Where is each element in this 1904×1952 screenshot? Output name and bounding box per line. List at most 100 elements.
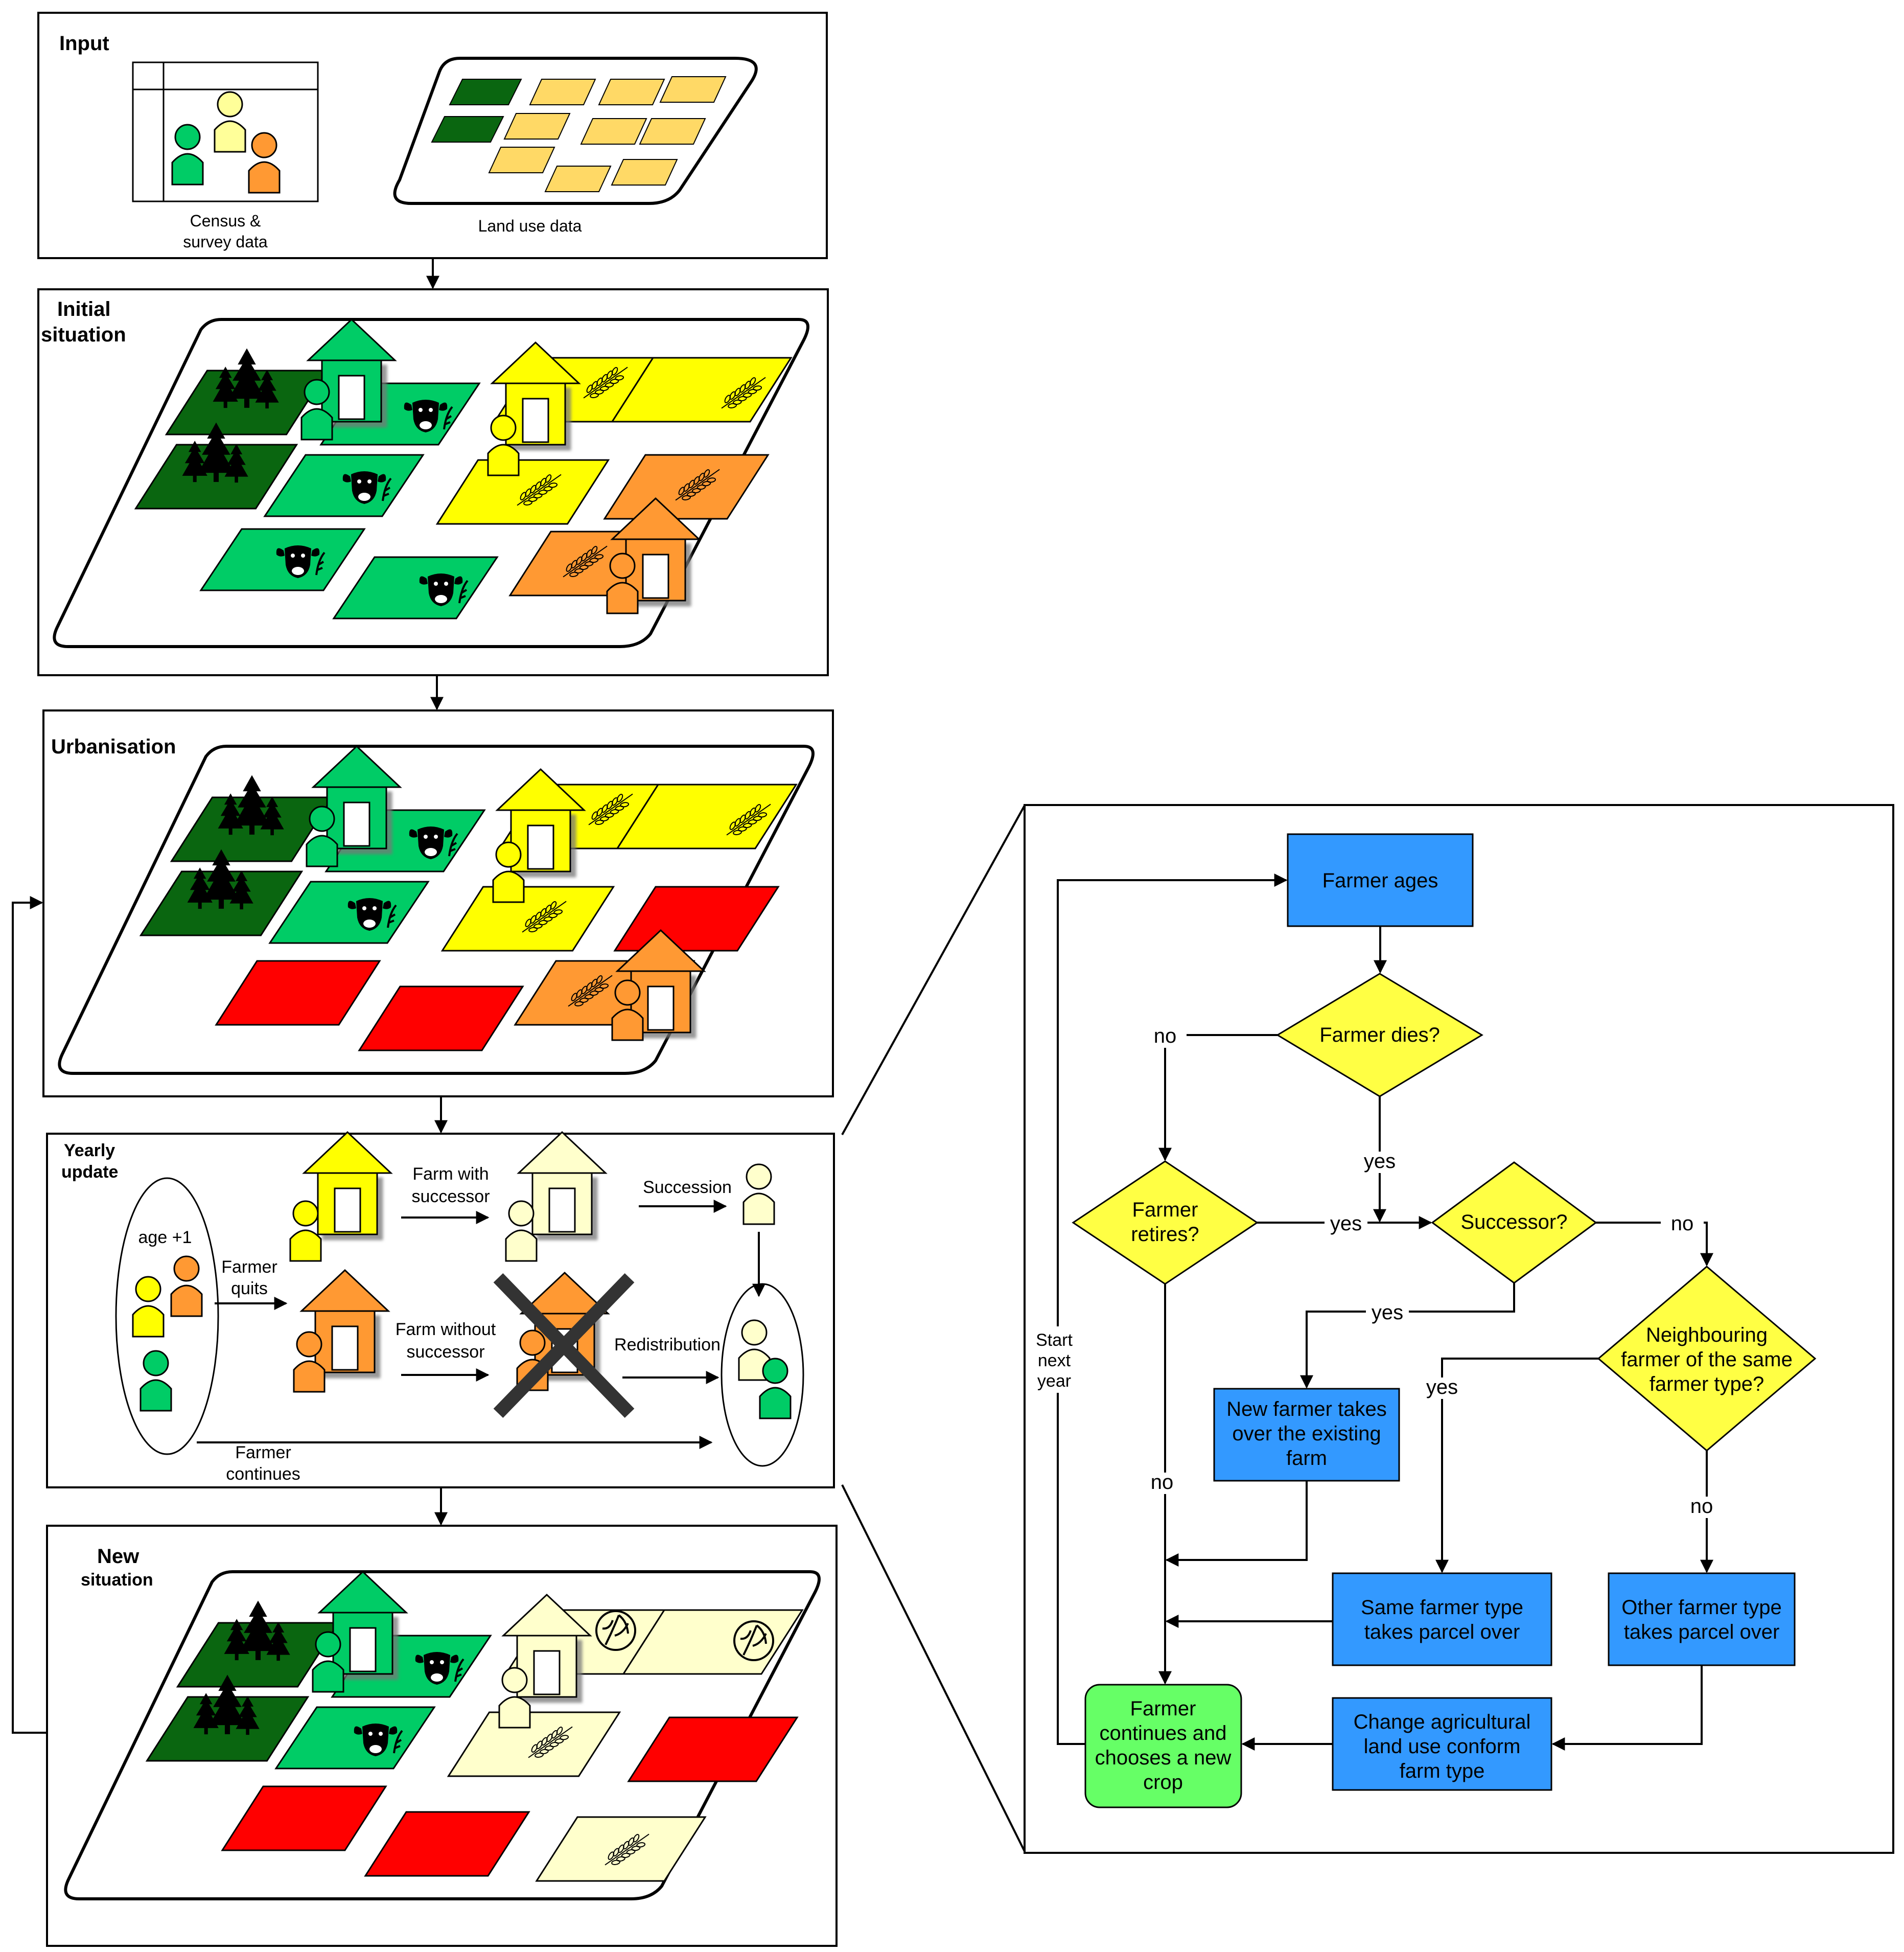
node-label: Neighbouring	[1646, 1324, 1768, 1346]
label: Farmer	[221, 1257, 277, 1277]
edge-label: no	[1671, 1212, 1694, 1235]
farmer-icon	[312, 1631, 344, 1693]
farmhouse-icon	[311, 745, 402, 849]
farmhouse-icon	[490, 341, 581, 446]
edge-next-year	[1057, 874, 1288, 1745]
farmer-icon	[606, 553, 639, 614]
farmer-icon	[738, 1319, 771, 1381]
livestock-icon	[342, 471, 392, 504]
farmer-icon	[140, 1350, 172, 1412]
map-new-situation	[64, 1570, 821, 1900]
edge-successor-no	[1596, 1222, 1713, 1267]
edge-label: no	[1154, 1025, 1177, 1047]
wheat-icon	[605, 1833, 649, 1866]
panel-title: Initial	[57, 298, 110, 320]
wheat-icon	[721, 377, 766, 409]
forest-icon	[224, 1600, 290, 1661]
label: continues	[226, 1464, 300, 1484]
node-label: retires?	[1131, 1223, 1199, 1246]
edge-label: yes	[1364, 1150, 1396, 1173]
urban-parcel	[364, 1811, 530, 1877]
edge-label: Start	[1036, 1330, 1073, 1350]
person-icon	[214, 91, 246, 153]
panel-title: situation	[41, 324, 126, 346]
wheat-icon	[528, 1726, 573, 1758]
map-urbanisation	[58, 745, 815, 1075]
wheat-icon	[568, 975, 613, 1007]
forest-icon	[182, 422, 248, 483]
livestock-icon	[419, 573, 469, 606]
label: Farm without	[396, 1320, 496, 1339]
wheat-icon	[583, 366, 628, 399]
node-label: farmer type?	[1650, 1373, 1764, 1395]
farmer-icon	[487, 415, 520, 476]
node-label: farm	[1286, 1447, 1327, 1469]
edge-label: yes	[1330, 1212, 1362, 1235]
edge-successor-yes	[1300, 1283, 1515, 1389]
farmer-icon	[742, 1163, 775, 1225]
urban-parcel	[215, 960, 381, 1026]
farmer-icon	[492, 841, 525, 903]
pasture-parcel	[199, 528, 366, 591]
farmhouse-icon	[610, 497, 701, 602]
crop-parcel	[440, 886, 615, 952]
label: Succession	[643, 1178, 732, 1197]
pasture-parcel	[332, 556, 499, 619]
crop-parcel	[603, 454, 770, 520]
panel-input: Input Census & survey data	[37, 12, 828, 259]
node-label: continues and	[1099, 1722, 1226, 1744]
node-label: Successor?	[1461, 1211, 1568, 1233]
panel-title: update	[61, 1162, 118, 1182]
label: successor	[406, 1342, 484, 1362]
map-initial	[53, 318, 809, 648]
label: Farm with	[412, 1164, 489, 1184]
farmer-icon	[293, 1331, 326, 1393]
livestock-icon	[347, 898, 397, 931]
cabbage-icon	[733, 1620, 774, 1661]
panel-title: Input	[59, 32, 109, 55]
edge-label: next	[1038, 1351, 1071, 1370]
panel-title: Urbanisation	[51, 736, 176, 758]
node-label: Same farmer type	[1361, 1596, 1523, 1619]
livestock-icon	[409, 826, 458, 859]
landuse-map-icon	[393, 57, 758, 205]
node-label: crop	[1143, 1771, 1183, 1794]
panel-title: New	[97, 1545, 140, 1568]
livestock-icon	[354, 1724, 403, 1756]
node-label: takes parcel over	[1624, 1621, 1780, 1643]
panel-title: situation	[81, 1570, 153, 1590]
label: quits	[231, 1279, 268, 1298]
edge-new-farmer-to-continues	[1165, 1481, 1308, 1567]
crop-parcel	[616, 784, 798, 849]
wheat-icon	[517, 474, 562, 506]
census-label: Census &	[190, 212, 261, 230]
node-label: land use conform	[1364, 1735, 1521, 1758]
farmer-icon	[289, 1200, 322, 1262]
wheat-icon	[522, 901, 567, 933]
panel-urbanisation: Urbanisation	[42, 709, 834, 1097]
wheat-icon	[563, 545, 608, 578]
age-label: age +1	[138, 1228, 192, 1247]
panel-connectors	[12, 258, 1026, 1852]
node-new-farmer	[1213, 1388, 1400, 1482]
farmer-icon	[505, 1200, 538, 1262]
crop-parcel	[535, 1816, 707, 1882]
farmhouse-icon	[299, 1269, 390, 1373]
livestock-icon	[415, 1652, 465, 1685]
cross-icon	[493, 1273, 635, 1418]
farmer-icon	[300, 379, 333, 441]
edge-label: yes	[1426, 1376, 1458, 1398]
urban-parcel	[627, 1716, 799, 1782]
panel-initial-situation: Initial situation	[37, 288, 829, 676]
livestock-icon	[276, 545, 326, 578]
label: successor	[411, 1187, 490, 1206]
livestock-icon	[404, 400, 453, 432]
node-label: farmer of the same	[1621, 1348, 1793, 1371]
node-same-farmer-type	[1332, 1572, 1552, 1666]
panel-title: Yearly	[64, 1141, 115, 1160]
node-label: Farmer dies?	[1319, 1024, 1440, 1046]
landuse-label: Land use data	[478, 217, 582, 235]
